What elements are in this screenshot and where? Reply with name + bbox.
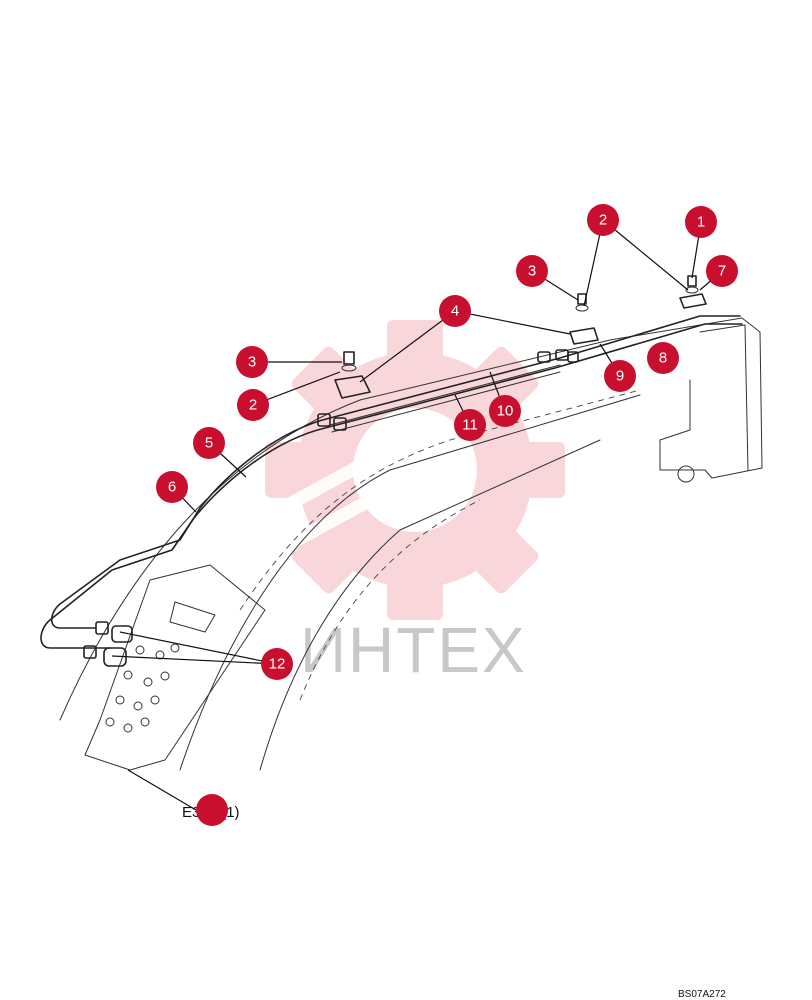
callout-ref [196, 794, 228, 826]
leader-lines [111, 219, 723, 811]
callout-label: 6 [168, 479, 176, 496]
callout-2-top: 2 [587, 204, 619, 236]
callout-9: 9 [604, 360, 636, 392]
callout-11: 11 [454, 409, 486, 441]
callout-label: 3 [248, 354, 256, 371]
watermark-text: ИНТЕХ [300, 614, 527, 686]
callout-label: 2 [249, 397, 257, 414]
watermark-gear-icon [265, 320, 565, 620]
callout-10: 10 [489, 395, 521, 427]
callout-label: 10 [497, 403, 514, 420]
callout-5: 5 [193, 427, 225, 459]
callout-label: 8 [659, 350, 667, 367]
callout-1: 1 [685, 206, 717, 238]
callout-12: 12 [261, 648, 293, 680]
callout-3-top: 3 [516, 255, 548, 287]
callout-4: 4 [439, 295, 471, 327]
callout-2-left: 2 [237, 389, 269, 421]
mounting-plate [84, 564, 266, 771]
callout-label: 4 [451, 303, 459, 320]
callout-8: 8 [647, 342, 679, 374]
callout-label: 11 [462, 417, 478, 434]
callout-3-left: 3 [236, 346, 268, 378]
callout-label: 7 [718, 263, 726, 280]
callout-7: 7 [706, 255, 738, 287]
callout-label: 9 [616, 368, 624, 385]
callout-6: 6 [156, 471, 188, 503]
clamp-top [569, 293, 599, 345]
callout-label: 3 [528, 263, 536, 280]
clamp-right [679, 275, 707, 309]
hydraulic-lines [40, 315, 743, 649]
callout-label: 1 [697, 214, 705, 231]
callout-label: 5 [205, 435, 213, 452]
callout-label: 2 [599, 212, 607, 229]
drawing-code: BS07A272 [678, 989, 726, 1000]
callout-label: 12 [269, 656, 286, 673]
clamp-left [334, 351, 371, 399]
